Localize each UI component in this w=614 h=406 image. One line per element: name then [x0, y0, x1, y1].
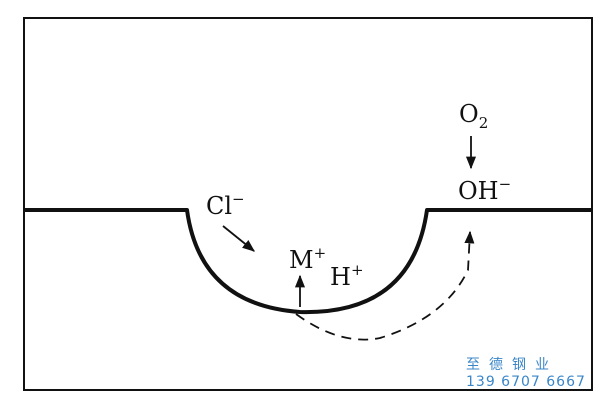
oxygen-label: O2 [459, 100, 488, 132]
watermark-company-name: 至德钢业 [466, 357, 558, 373]
chloride-arrow [222, 225, 255, 252]
metal-surface-with-pit [24, 208, 592, 315]
metal-ion-label: M+ [289, 244, 326, 274]
electron-flow-dashed-arrow [295, 230, 475, 341]
diagram-frame [23, 17, 593, 391]
chloride-label: Cl− [206, 190, 245, 220]
hydroxide-label: OH− [458, 175, 511, 205]
hydrogen-ion-label: H+ [330, 261, 364, 291]
watermark-phone-number: 139 6707 6667 [466, 374, 586, 390]
